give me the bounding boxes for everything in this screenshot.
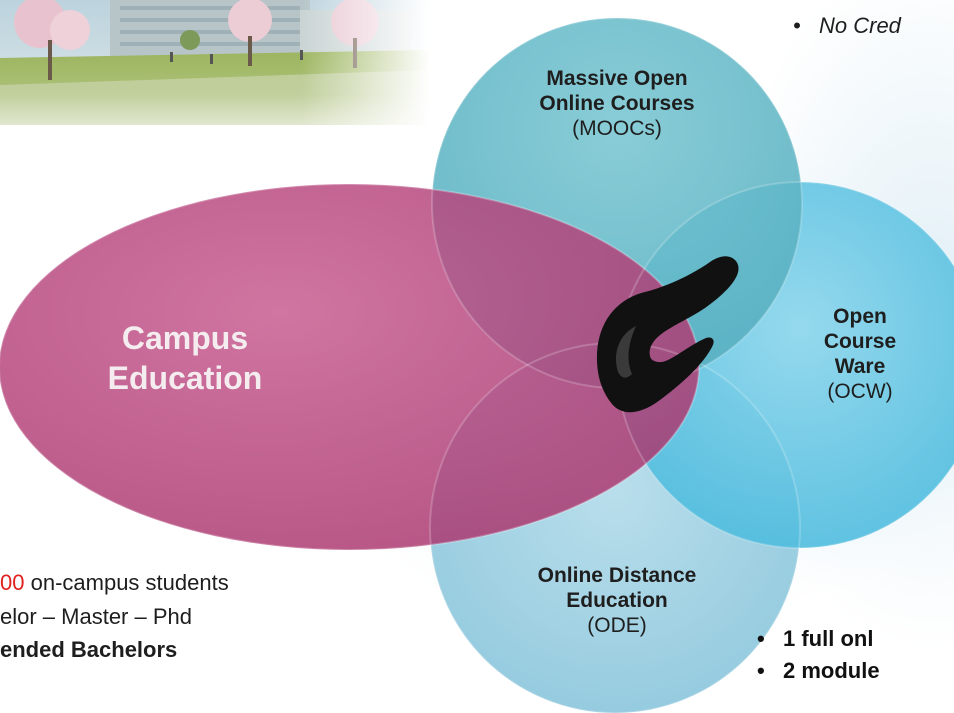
ode-bullet-text: 2 module bbox=[783, 658, 880, 683]
top-note-bullet: • bbox=[793, 13, 801, 38]
moocs-label: Massive Open Online Courses (MOOCs) bbox=[482, 66, 752, 141]
moocs-label-line1: Massive Open bbox=[546, 67, 688, 90]
ode-label-line1: Online Distance bbox=[537, 564, 697, 587]
top-note: • No Cred bbox=[793, 13, 901, 39]
ode-bullet-text: 1 full onl bbox=[783, 626, 874, 651]
ocw-label-line1: Open bbox=[833, 305, 887, 328]
ode-label-line2: Education bbox=[566, 589, 668, 612]
ode-bullet-item: •2 module bbox=[757, 658, 880, 683]
photo-fade bbox=[0, 95, 430, 175]
ocw-label-line3: Ware bbox=[834, 355, 886, 378]
ocw-label-line2: Course bbox=[823, 330, 897, 353]
campus-note-number: 00 bbox=[0, 570, 25, 595]
campus-label-line1: Campus bbox=[121, 320, 249, 356]
campus-note-line1: 00 on-campus students bbox=[0, 570, 229, 596]
ocw-label: Open Course Ware (OCW) bbox=[790, 304, 930, 404]
ode-bullet-item: •1 full onl bbox=[757, 626, 874, 651]
campus-label-line2: Education bbox=[107, 360, 263, 396]
ode-label: Online Distance Education (ODE) bbox=[482, 563, 752, 638]
campus-ellipse bbox=[0, 184, 699, 550]
ocw-label-sub: (OCW) bbox=[827, 380, 893, 403]
moocs-label-line2: Online Courses bbox=[539, 92, 695, 115]
ode-label-sub: (ODE) bbox=[587, 614, 647, 637]
campus-note-line2: elor – Master – Phd bbox=[0, 604, 192, 629]
flame-logo-icon bbox=[596, 256, 739, 413]
campus-note-line1-text: on-campus students bbox=[24, 570, 229, 595]
moocs-label-sub: (MOOCs) bbox=[572, 117, 662, 140]
top-note-text: No Cred bbox=[819, 13, 901, 38]
campus-note-line3: ended Bachelors bbox=[0, 637, 178, 662]
ode-bullet-list: •1 full onl •2 module bbox=[757, 623, 880, 687]
campus-education-label: Campus Education bbox=[60, 318, 310, 398]
